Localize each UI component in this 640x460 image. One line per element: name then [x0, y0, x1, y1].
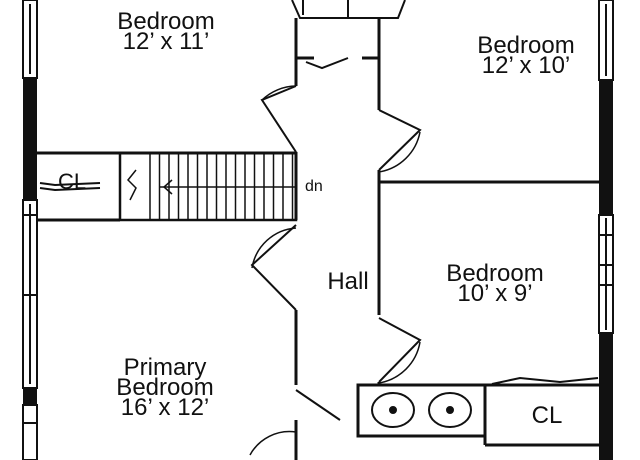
- room-label-bedroom-top-left: Bedroom 12’ x 11’: [117, 8, 215, 55]
- room-size: 12’ x 10’: [481, 52, 571, 79]
- staircase: [118, 151, 298, 222]
- room-label-bedroom-middle-right: Bedroom 10’ x 9’: [446, 260, 544, 307]
- room-label-closet-bottom-right: CL: [531, 402, 563, 429]
- hall-right-wall: [377, 109, 422, 385]
- room-label-primary-bedroom: Primary Bedroom 16’ x 12’: [116, 354, 214, 421]
- room-label-closet-left: CL: [57, 169, 87, 194]
- room-name: CL: [531, 402, 563, 429]
- left-exterior-wall: [22, 0, 38, 460]
- room-size: 16’ x 12’: [120, 394, 210, 421]
- room-name-line2: Bedroom: [116, 374, 214, 401]
- room-name-line1: Primary: [123, 354, 207, 381]
- room-name: Bedroom: [477, 32, 575, 59]
- hall-closet-top: [294, 18, 381, 110]
- top-bay-window: [291, 0, 406, 19]
- room-label-bedroom-top-right: Bedroom 12’ x 10’: [477, 32, 575, 79]
- right-exterior-wall: [598, 0, 614, 460]
- stairs-direction-label: dn: [305, 178, 323, 195]
- room-label-hall: Hall: [327, 268, 369, 295]
- room-size: 10’ x 9’: [457, 280, 533, 307]
- closet-bottom-right: [483, 376, 599, 447]
- room-name: Hall: [327, 268, 369, 295]
- room-name: Bedroom: [446, 260, 544, 287]
- room-name: Bedroom: [117, 8, 215, 35]
- bathroom-vanity: [356, 383, 487, 438]
- room-size: 12’ x 11’: [122, 28, 210, 55]
- room-name: CL: [57, 169, 87, 194]
